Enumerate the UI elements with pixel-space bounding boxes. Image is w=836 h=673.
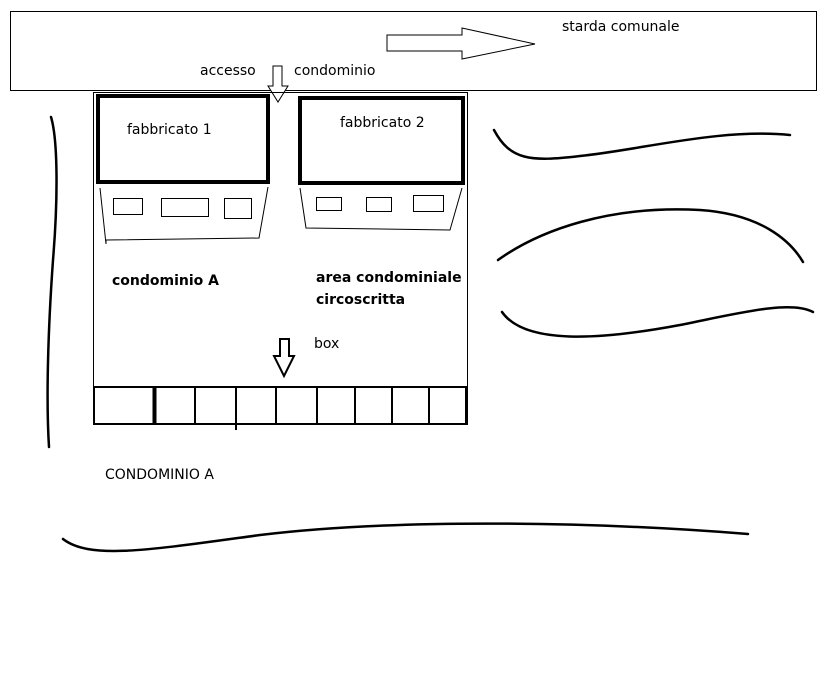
- condominium-label: condominio A: [112, 273, 220, 289]
- access-down-arrow-icon: [267, 65, 289, 103]
- condominium-lot: [93, 92, 468, 425]
- building-2-parking-space: [316, 197, 342, 211]
- building-1-parking-space: [113, 198, 143, 215]
- access-label: accesso: [200, 63, 256, 79]
- right-boundary-curve-top: [492, 128, 792, 160]
- building-2-parking-outline: [299, 187, 463, 231]
- building-1-outline: [96, 94, 270, 184]
- building-1-parking-space: [161, 198, 209, 217]
- building-1-label: fabbricato 1: [127, 122, 212, 138]
- footer-label: CONDOMINIO A: [105, 467, 214, 483]
- building-2-parking-space: [366, 197, 392, 212]
- building-2-label: fabbricato 2: [340, 115, 425, 131]
- garage-box-row: [93, 386, 467, 430]
- right-boundary-curve-middle: [496, 208, 805, 264]
- building-1-parking-outline: [99, 186, 269, 245]
- left-boundary-curve: [46, 115, 58, 449]
- building-2-parking-space: [413, 195, 444, 212]
- road-direction-arrow-icon: [386, 27, 536, 60]
- area-label-line2: circoscritta: [316, 292, 406, 308]
- right-boundary-curve-bottom: [500, 306, 815, 338]
- access-condominium-label: condominio: [294, 63, 376, 79]
- road-strip: [10, 11, 817, 91]
- building-1-parking-space: [224, 198, 252, 219]
- area-label-line1: area condominiale: [316, 270, 462, 286]
- building-2-outline: [298, 96, 465, 185]
- box-down-arrow-icon: [272, 338, 296, 379]
- box-label: box: [314, 336, 340, 352]
- road-label: starda comunale: [562, 19, 680, 35]
- bottom-boundary-curve: [61, 522, 750, 553]
